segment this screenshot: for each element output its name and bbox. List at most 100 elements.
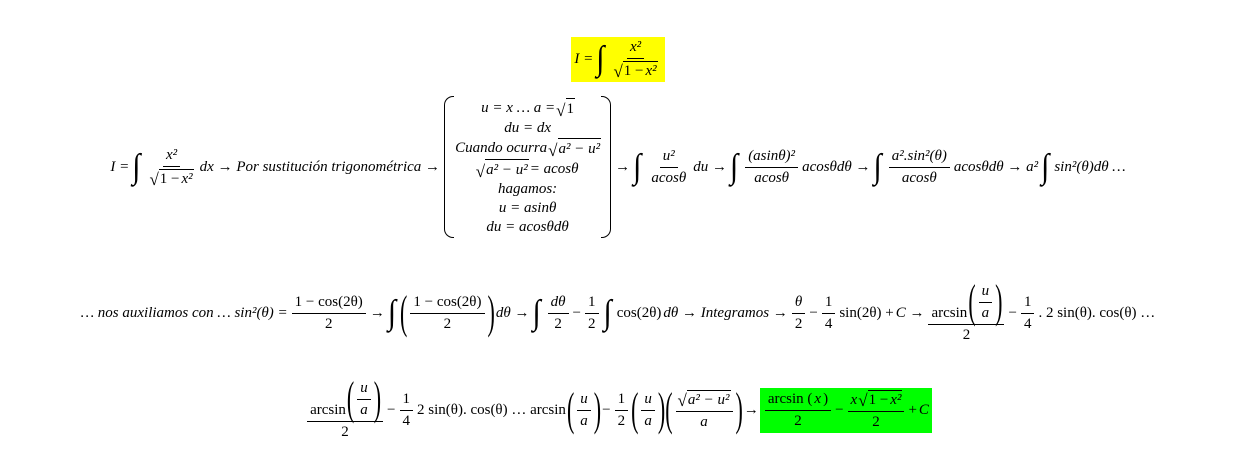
- math-text: a² − u²: [558, 140, 601, 157]
- denominator: √1 − x²: [611, 59, 659, 80]
- math-text: a² − u²: [687, 391, 730, 408]
- math-text: 1: [824, 293, 833, 310]
- square-root: √1 − x²: [858, 389, 903, 410]
- right-paren: ): [373, 371, 382, 425]
- radicand: 1 − x²: [867, 389, 903, 409]
- square-root: √1: [556, 97, 576, 119]
- math-text: sin²(θ)dθ …: [1054, 158, 1126, 175]
- numerator: u: [641, 391, 655, 411]
- integral-sign: ∫: [596, 39, 605, 78]
- math-text: u: [580, 390, 588, 407]
- denominator: acosθ: [751, 168, 792, 187]
- integral-sign: ∫: [603, 293, 612, 332]
- denominator: 4: [400, 411, 414, 430]
- math-text: 2: [588, 315, 596, 332]
- math-text: sin(2θ) +: [839, 304, 894, 321]
- math-text: acosθdθ → a²: [953, 158, 1039, 175]
- math-text: 2: [962, 326, 971, 343]
- math-text: −: [809, 304, 818, 321]
- denominator: 2: [615, 411, 629, 430]
- math-text: dθ →: [495, 304, 530, 321]
- numerator: u: [357, 380, 371, 400]
- math-text: a² − u²: [486, 161, 528, 178]
- denominator: a: [641, 411, 655, 430]
- integral-sign: ∫: [387, 293, 397, 332]
- math-text: a².sin²(θ): [891, 147, 947, 164]
- math-text: 1 − cos(2θ): [413, 293, 482, 310]
- math-text: 2: [617, 412, 626, 429]
- math-text: a: [644, 412, 652, 429]
- math-text: 1: [402, 390, 411, 407]
- radical-sign: √: [475, 161, 486, 181]
- numerator: arcsin (x): [764, 391, 832, 411]
- math-text: x²: [165, 146, 178, 163]
- math-text: 1: [566, 100, 575, 117]
- integral-sign: ∫: [532, 293, 541, 332]
- math-text: a: [360, 401, 368, 418]
- radical-sign: √: [858, 390, 868, 410]
- math-text: 1: [1023, 293, 1032, 310]
- radicand: a² − u²: [557, 137, 602, 159]
- math-text: dx → Por sustitución trigonométrica →: [199, 158, 441, 175]
- numerator: √a² − u²: [675, 389, 733, 412]
- denominator: acosθ: [648, 168, 689, 187]
- denominator: acosθ: [899, 168, 940, 187]
- math-text: . 2 sin(θ). cos(θ) …: [1038, 304, 1156, 321]
- math-text: u = x … a =: [481, 99, 556, 116]
- denominator: 2: [441, 314, 455, 333]
- math-text: a: [580, 412, 588, 429]
- math-text: du →: [693, 158, 727, 175]
- math-text: du = dx: [504, 119, 551, 136]
- right-paren: ): [593, 382, 602, 436]
- radicand: a² − u²: [686, 389, 731, 409]
- math-text: 2: [341, 423, 349, 440]
- denominator: 2: [551, 314, 565, 333]
- numerator: u: [577, 391, 591, 411]
- parenthesized-group: (1 − cos(2θ)2): [400, 289, 495, 335]
- system-row: u = asinθ: [498, 199, 558, 218]
- denominator: 2: [791, 411, 805, 430]
- equation-identity-step: … nos auxiliamos con … sin²(θ) =1 − cos(…: [0, 278, 1236, 343]
- right-paren: ): [735, 382, 743, 436]
- math-text: u: [360, 379, 368, 396]
- math-text: cos(2θ): [616, 304, 662, 321]
- math-text: 2: [794, 315, 803, 332]
- denominator: a: [577, 411, 591, 430]
- system-row: du = dx: [503, 119, 552, 138]
- math-text: 4: [1023, 315, 1032, 332]
- numerator: 1 − cos(2θ): [291, 294, 366, 314]
- numerator: θ: [791, 294, 806, 314]
- math-text: du = acosθdθ: [486, 218, 569, 235]
- numerator: x²: [162, 146, 181, 167]
- math-text: acosθdθ →: [802, 158, 871, 175]
- denominator: 2: [585, 314, 599, 333]
- denominator: 2: [338, 422, 352, 441]
- denominator: 2: [322, 314, 336, 333]
- math-text: hagamos:: [498, 180, 558, 197]
- fraction: x²√1 − x²: [611, 39, 659, 80]
- right-paren: ): [995, 274, 1003, 328]
- system-row: du = acosθdθ: [485, 218, 569, 237]
- fraction: 1 − cos(2θ) 2: [410, 293, 485, 333]
- math-text: I =: [574, 50, 594, 67]
- math-text: 2 sin(θ). cos(θ) … arcsin: [417, 401, 566, 418]
- right-brace: [601, 96, 612, 238]
- square-root: √1 − x²: [613, 60, 658, 80]
